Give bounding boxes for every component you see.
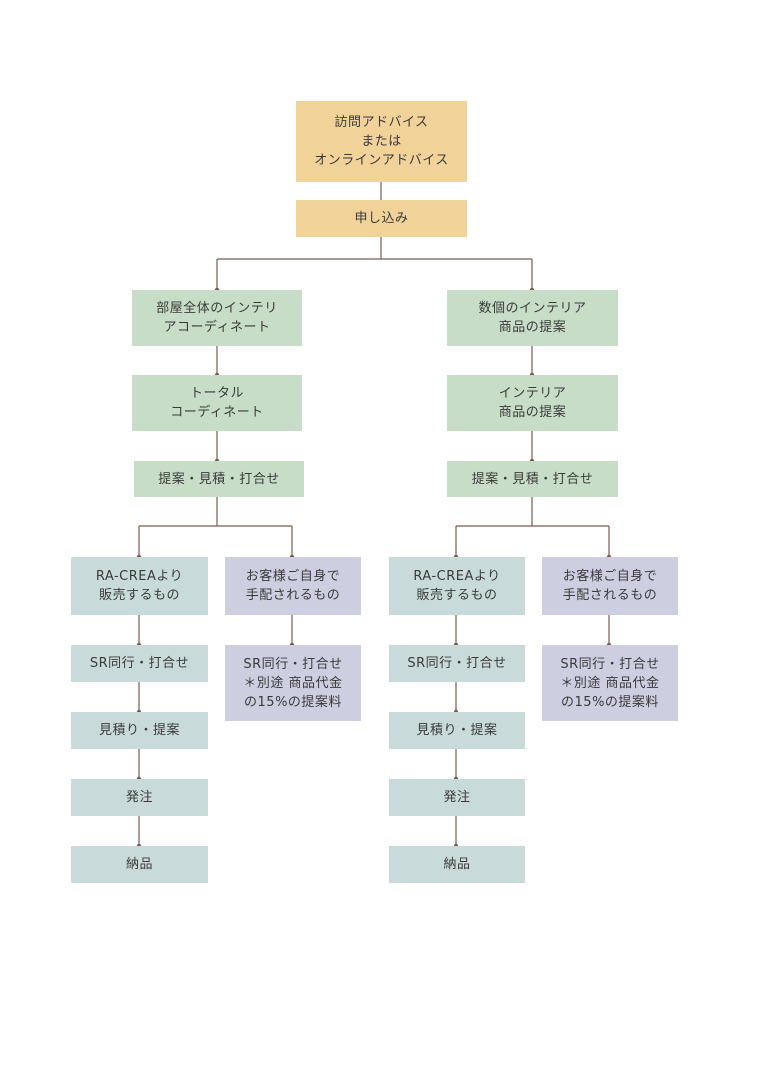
right-interior-items-box: インテリア 商品の提案 bbox=[447, 375, 618, 431]
left-ra-order-box: 発注 bbox=[71, 779, 208, 816]
right-customer-sr-fee-box: SR同行・打合せ ＊別途 商品代金 の15%の提案料 bbox=[542, 645, 678, 721]
left-whole-room-coordinate-box: 部屋全体のインテリ アコーディネート bbox=[132, 290, 302, 346]
start-advice-box: 訪問アドバイス または オンラインアドバイス bbox=[296, 101, 467, 182]
left-total-coordinate-box: トータル コーディネート bbox=[132, 375, 302, 431]
left-proposal-estimate-box: 提案・見積・打合せ bbox=[134, 461, 304, 497]
left-ra-delivery-box: 納品 bbox=[71, 846, 208, 883]
left-customer-arranged-box: お客様ご自身で 手配されるもの bbox=[225, 557, 361, 615]
left-ra-crea-box: RA-CREAより 販売するもの bbox=[71, 557, 208, 615]
right-ra-order-box: 発注 bbox=[389, 779, 525, 816]
left-ra-estimate-box: 見積り・提案 bbox=[71, 712, 208, 749]
right-ra-sr-meeting-box: SR同行・打合せ bbox=[389, 645, 525, 682]
right-ra-crea-box: RA-CREAより 販売するもの bbox=[389, 557, 525, 615]
apply-box: 申し込み bbox=[296, 200, 467, 237]
right-ra-delivery-box: 納品 bbox=[389, 846, 525, 883]
right-ra-estimate-box: 見積り・提案 bbox=[389, 712, 525, 749]
left-ra-sr-meeting-box: SR同行・打合せ bbox=[71, 645, 208, 682]
right-customer-arranged-box: お客様ご自身で 手配されるもの bbox=[542, 557, 678, 615]
right-proposal-estimate-box: 提案・見積・打合せ bbox=[447, 461, 618, 497]
left-customer-sr-fee-box: SR同行・打合せ ＊別途 商品代金 の15%の提案料 bbox=[225, 645, 361, 721]
right-few-items-box: 数個のインテリア 商品の提案 bbox=[447, 290, 618, 346]
